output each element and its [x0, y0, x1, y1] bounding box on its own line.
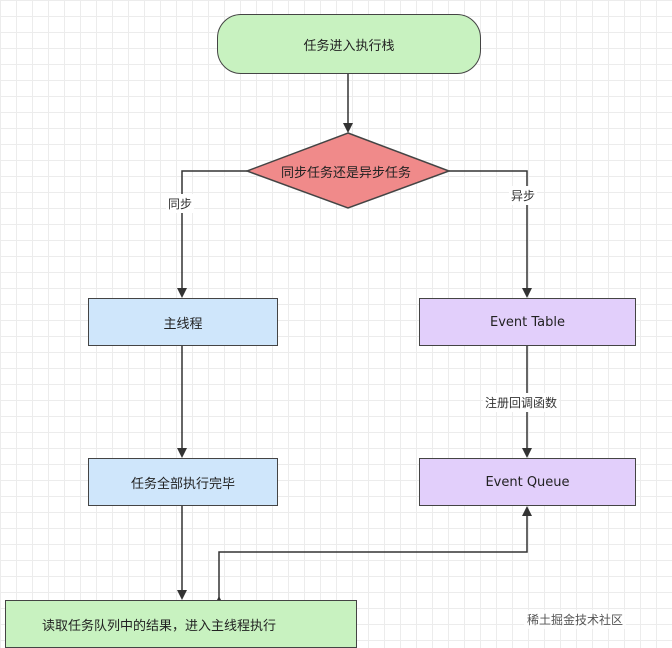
decision-diamond — [244, 132, 452, 209]
watermark: 稀土掘金技术社区 — [524, 610, 627, 629]
event-queue-label: Event Queue — [485, 474, 570, 490]
event-table-node: Event Table — [419, 298, 636, 346]
read-queue-label: 读取任务队列中的结果，进入主线程执行 — [42, 618, 277, 634]
edge-decision-to-main-thread — [177, 170, 247, 298]
edge-decision-to-event-table — [449, 170, 532, 298]
main-thread-node: 主线程 — [88, 298, 278, 346]
event-queue-node: Event Queue — [419, 458, 636, 506]
register-callback-label: 注册回调函数 — [483, 393, 560, 412]
async-edge-label: 异步 — [509, 186, 538, 205]
event-table-label: Event Table — [490, 314, 565, 330]
decision-label: 同步任务还是异步任务 — [280, 165, 411, 181]
read-queue-node: 读取任务队列中的结果，进入主线程执行 — [5, 600, 357, 648]
all-done-node: 任务全部执行完毕 — [88, 458, 278, 506]
all-done-label: 任务全部执行完毕 — [130, 476, 235, 492]
main-thread-label: 主线程 — [163, 316, 203, 332]
sync-edge-label: 同步 — [166, 194, 195, 213]
start-node-label: 任务进入执行栈 — [303, 38, 395, 54]
edge-queue-loop — [214, 506, 532, 606]
start-node: 任务进入执行栈 — [217, 14, 481, 74]
